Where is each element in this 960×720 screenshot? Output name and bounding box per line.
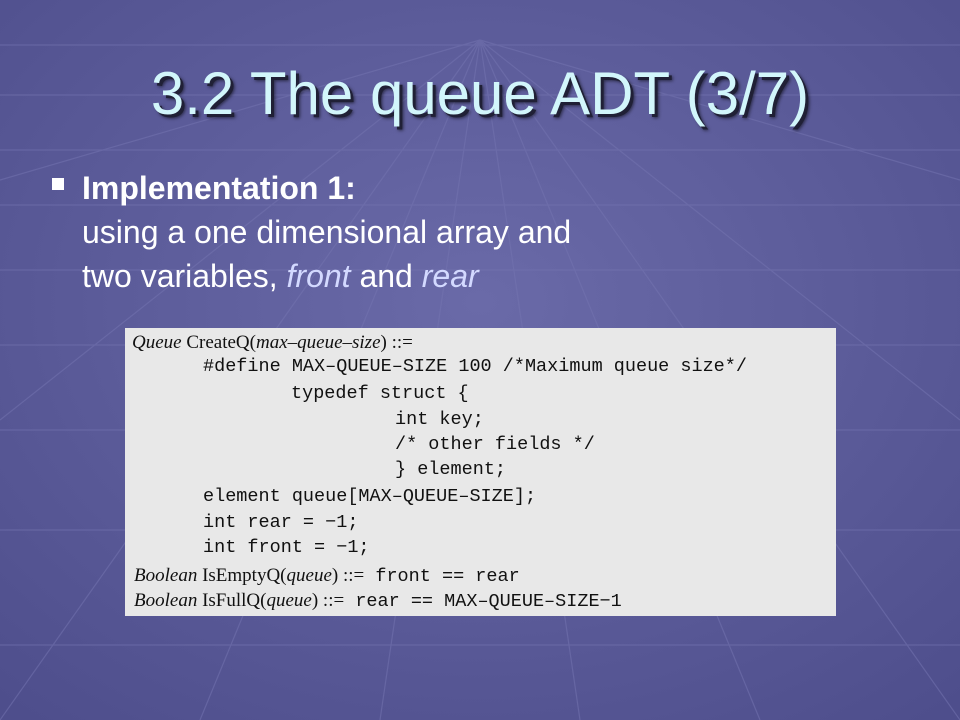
isemptyq-line: Boolean IsEmptyQ(queue) ::= front == rea… [134, 563, 520, 589]
square-bullet-icon [52, 178, 64, 190]
code-line-typedef: typedef struct { [291, 383, 469, 404]
isfullq-line: Boolean IsFullQ(queue) ::= rear == MAX–Q… [134, 588, 622, 614]
bullet-text: Implementation 1: using a one dimensiona… [82, 166, 912, 298]
isemptyq-code: front == rear [364, 566, 520, 587]
code-image-panel: Queue CreateQ(max–queue–size) ::= #defin… [125, 328, 836, 616]
code-line-other-fields: /* other fields */ [395, 434, 595, 455]
rear-term: rear [421, 258, 479, 294]
code-line-int-key: int key; [395, 409, 484, 430]
isemptyq-argument: queue [286, 565, 332, 586]
isemptyq-return-type: Boolean [134, 565, 198, 586]
bullet-and: and [350, 258, 422, 294]
isfullq-function-name: IsFullQ( [202, 590, 267, 611]
code-line-queue-decl: element queue[MAX–QUEUE–SIZE]; [203, 486, 537, 507]
bullet-line-2-prefix: two variables, [82, 258, 287, 294]
code-line-define: #define MAX–QUEUE–SIZE 100 /*Maximum que… [203, 356, 747, 377]
bullet-line-2: two variables, front and rear [82, 254, 912, 298]
front-term: front [286, 258, 351, 294]
createq-assign: ) ::= [380, 332, 413, 353]
isemptyq-assign: ) ::= [331, 565, 365, 586]
createq-function-name: CreateQ( [186, 332, 256, 353]
bullet-heading: Implementation 1: [82, 170, 356, 206]
isemptyq-function-name: IsEmptyQ( [202, 565, 287, 586]
isfullq-return-type: Boolean [134, 590, 198, 611]
bullet-line-1: using a one dimensional array and [82, 214, 572, 250]
isfullq-argument: queue [266, 590, 312, 611]
code-line-rear-decl: int rear = −1; [203, 512, 359, 533]
createq-return-type: Queue [132, 332, 182, 353]
slide-title: 3.2 The queue ADT (3/7) [150, 60, 810, 127]
isfullq-code: rear == MAX–QUEUE–SIZE−1 [344, 591, 622, 612]
createq-argument: max–queue–size [255, 332, 381, 353]
isfullq-assign: ) ::= [311, 590, 345, 611]
bullet-point: Implementation 1: using a one dimensiona… [52, 166, 912, 298]
code-line-element: } element; [395, 459, 507, 480]
createq-signature: Queue CreateQ(max–queue–size) ::= [132, 331, 413, 355]
code-line-front-decl: int front = −1; [203, 537, 370, 558]
